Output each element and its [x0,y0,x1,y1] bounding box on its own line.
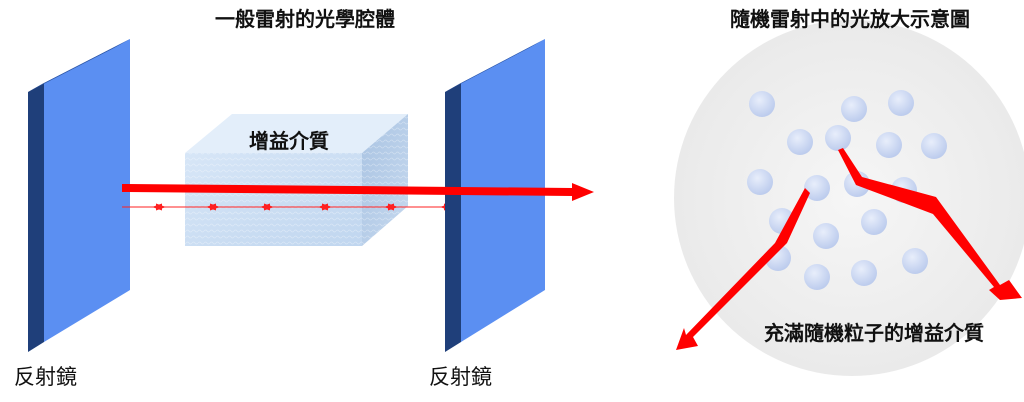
gain-medium-block [185,114,408,246]
right-mirror-label: 反射鏡 [429,365,492,389]
particle [876,132,902,158]
scattered-beam-left [676,188,810,350]
left-mirror [28,39,130,352]
optical-cavity-diagram [28,39,594,352]
right-panel-title: 隨機雷射中的光放大示意圖 [730,7,970,31]
particle [787,129,813,155]
particle [749,91,775,117]
particle [851,260,877,286]
gain-medium-label: 增益介質 [249,129,329,153]
particle [813,223,839,249]
scattered-beam-right [838,148,1022,300]
particle [861,209,887,235]
particle [747,169,773,195]
particle [841,96,867,122]
particle [902,248,928,274]
left-mirror-label: 反射鏡 [14,365,77,389]
random-laser-diagram [674,20,1024,376]
laser-output-beam [122,183,594,201]
particle [825,125,851,151]
cavity-reflection-line [122,203,455,211]
particle [921,133,947,159]
random-medium-label: 充滿隨機粒子的增益介質 [764,321,984,345]
particle [888,90,914,116]
particle [804,175,830,201]
left-panel-title: 一般雷射的光學腔體 [215,7,395,31]
particle [804,264,830,290]
